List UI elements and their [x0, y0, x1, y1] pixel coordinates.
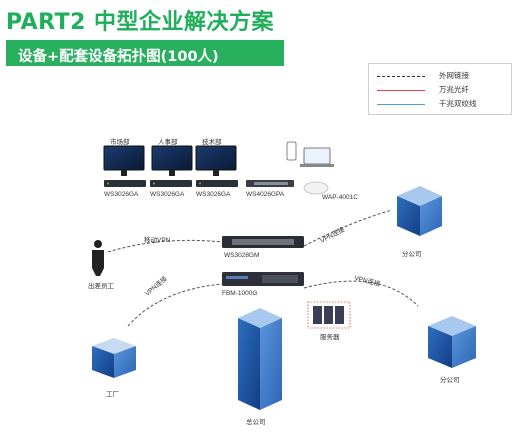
monitor-icon	[195, 145, 237, 171]
laptop-base	[300, 164, 334, 167]
branch-office-1-building	[397, 186, 442, 236]
core-switch-ports	[232, 239, 294, 245]
department-group-2	[150, 145, 193, 187]
switch-led	[153, 182, 155, 185]
monitor-icon	[151, 145, 193, 171]
monitor-stand	[169, 170, 175, 176]
traveler-label: 出差员工	[88, 283, 114, 290]
server-icon	[324, 306, 333, 324]
traveler-body-icon	[92, 250, 104, 276]
legend-label: 千兆双绞线	[439, 99, 477, 108]
headquarters-label: 总公司	[246, 419, 266, 426]
branch-office-label: 分公司	[402, 251, 422, 258]
poe-switch-label: WS4026GPA	[246, 191, 285, 198]
legend-item-fiber: 万兆光纤	[377, 84, 507, 96]
factory-label: 工厂	[106, 391, 119, 398]
legend-label: 外网链接	[439, 71, 469, 80]
access-point-label: WAP-4001C	[322, 194, 358, 201]
vpn-link-branch-2	[303, 280, 419, 307]
server-icon	[335, 306, 344, 324]
switch-label: WS3026GA	[104, 191, 139, 198]
vpn-link-factory	[127, 283, 223, 327]
firewall-face	[262, 275, 298, 283]
branch-office-label: 分公司	[440, 377, 460, 384]
branch-office-2-building	[428, 316, 476, 368]
laptop-icon	[303, 147, 331, 165]
monitor-icon	[103, 145, 145, 171]
page-title: PART2 中型企业解决方案	[6, 10, 275, 35]
switch-label: WS3026GA	[150, 191, 185, 198]
switch-led	[107, 182, 109, 185]
department-group-3	[195, 145, 238, 187]
factory-building	[92, 338, 136, 378]
switch-label: WS3026GA	[196, 191, 231, 198]
vpn-link-traveler	[107, 239, 223, 253]
subtitle-text: 设备+配套设备拓扑图(100人)	[18, 49, 219, 65]
department-label: 人事部	[158, 139, 178, 146]
department-group-1	[103, 145, 146, 187]
phone-icon	[286, 141, 297, 161]
poe-switch-ports	[254, 182, 288, 185]
firewall-brand	[226, 276, 248, 279]
vpn-links	[107, 209, 419, 327]
monitor-stand	[213, 170, 219, 176]
department-label: 技术部	[202, 139, 222, 146]
switch-led	[199, 182, 201, 185]
department-label: 市场部	[110, 139, 130, 146]
legend-label: 万兆光纤	[439, 85, 469, 94]
legend-line-blue	[377, 104, 425, 105]
switch-icon	[196, 180, 238, 187]
headquarters-building	[238, 308, 282, 410]
access-point-icon	[303, 181, 329, 195]
legend-line-red	[377, 90, 425, 91]
server-icon	[313, 306, 322, 324]
firewall-label: FBM-1000G	[222, 290, 258, 297]
monitor-stand	[121, 170, 127, 176]
traveler-head	[94, 240, 102, 248]
server-group-frame	[307, 301, 351, 329]
core-switch-label: WS3028GM	[224, 252, 260, 259]
legend: 外网链接 万兆光纤 千兆双绞线	[368, 63, 512, 115]
legend-line-dashed	[377, 76, 425, 77]
switch-icon	[104, 180, 146, 187]
server-label: 服务器	[320, 334, 340, 341]
legend-item-ethernet: 千兆双绞线	[377, 98, 507, 110]
subtitle-banner: 设备+配套设备拓扑图(100人)	[6, 40, 284, 66]
vpn-link-branch-1	[303, 209, 393, 247]
legend-item-wan: 外网链接	[377, 70, 507, 82]
vpn-label-traveler: 移动VPN	[144, 237, 171, 244]
switch-icon	[150, 180, 192, 187]
